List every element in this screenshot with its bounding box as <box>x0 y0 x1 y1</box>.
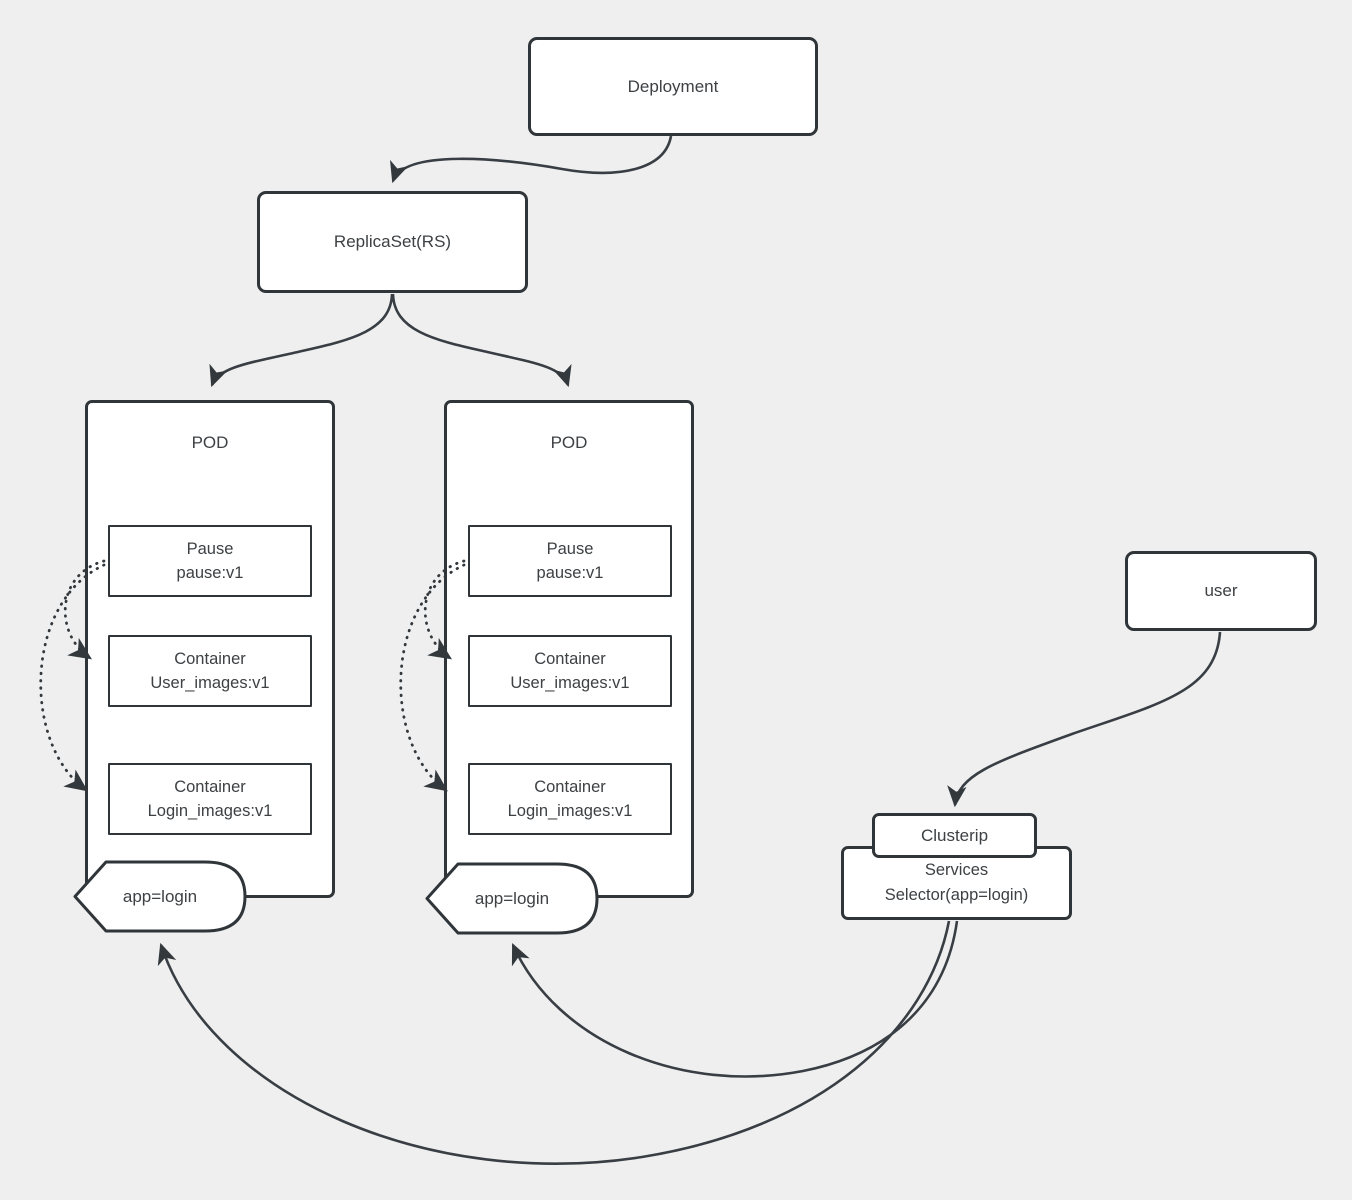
services-selector: Selector(app=login) <box>884 886 1029 904</box>
label-tag-right: app=login <box>425 862 599 935</box>
edge-services-tag-right <box>511 920 959 1078</box>
container-login-right-image: Login_images:v1 <box>507 802 633 820</box>
pod-left-label: POD <box>191 433 229 452</box>
clusterip-label: Clusterip <box>920 825 989 845</box>
clusterip-node: Clusterip <box>872 813 1037 858</box>
container-login-left-image: Login_images:v1 <box>147 802 273 820</box>
container-login-left-node: Container Login_images:v1 <box>108 763 312 835</box>
replicaset-node: ReplicaSet(RS) <box>257 191 528 293</box>
pause-left-node: Pause pause:v1 <box>108 525 312 597</box>
pause-right-node: Pause pause:v1 <box>468 525 672 597</box>
replicaset-label: ReplicaSet(RS) <box>333 232 452 251</box>
container-login-right-node: Container Login_images:v1 <box>468 763 672 835</box>
edge-replicaset-pod-left <box>209 293 394 388</box>
pause-left-image: pause:v1 <box>176 564 244 582</box>
container-login-right-title: Container <box>534 778 606 796</box>
tag-left-shape <box>73 860 247 933</box>
tag-right-shape <box>425 862 599 935</box>
pause-left-title: Pause <box>186 540 234 558</box>
user-label: user <box>1204 581 1238 600</box>
container-user-left-title: Container <box>174 650 246 668</box>
edge-deployment-replicaset <box>390 135 673 184</box>
container-user-right-image: User_images:v1 <box>510 674 630 692</box>
deployment-label: Deployment <box>627 76 719 96</box>
edge-services-tag-left <box>157 920 951 1165</box>
container-user-left-image: User_images:v1 <box>150 674 270 692</box>
pause-right-image: pause:v1 <box>536 564 604 582</box>
edge-replicaset-pod-right <box>391 293 572 388</box>
container-user-right-title: Container <box>534 650 606 668</box>
user-node: user <box>1125 551 1317 631</box>
label-tag-left: app=login <box>73 860 247 933</box>
edge-user-clusterip <box>947 631 1222 808</box>
container-user-left-node: Container User_images:v1 <box>108 635 312 707</box>
pause-right-title: Pause <box>546 540 594 558</box>
pod-right-label: POD <box>550 433 588 452</box>
container-login-left-title: Container <box>174 778 246 796</box>
services-node: Services Selector(app=login) <box>841 846 1072 920</box>
services-title: Services <box>924 861 989 879</box>
deployment-node: Deployment <box>528 37 818 136</box>
container-user-right-node: Container User_images:v1 <box>468 635 672 707</box>
